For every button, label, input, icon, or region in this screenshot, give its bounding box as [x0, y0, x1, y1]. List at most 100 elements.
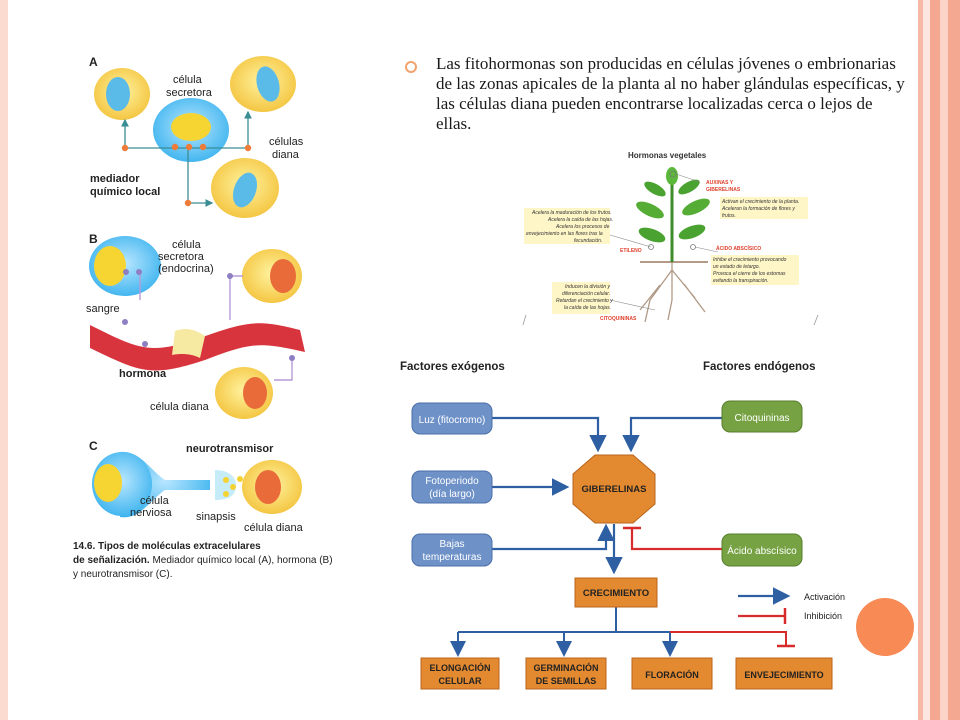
inhibition-envejecimiento	[670, 631, 787, 646]
caption-line-3: y neurotransmisor (C).	[73, 569, 172, 580]
box-fotoperiodo	[411, 470, 493, 504]
box-bajas-label-1: Bajas	[439, 539, 464, 550]
abs-desc-2: un estado de letargo.	[713, 264, 760, 270]
vesicle-dot	[223, 477, 229, 483]
node-marker	[690, 244, 696, 250]
cito-desc-3: Retardan el crecimiento y	[556, 298, 613, 304]
molecule-dot	[184, 199, 192, 207]
floracion-label: FLORACIÓN	[645, 669, 699, 680]
cell-figure-caption: 14.6. Tipos de moléculas extracelulares …	[73, 541, 333, 580]
left-border-strip	[0, 0, 8, 720]
aux-desc-box	[720, 197, 808, 219]
cito-desc-1: Inducen la división y	[565, 284, 611, 290]
plant-figure-title: Hormonas vegetales	[628, 151, 707, 160]
box-acido	[721, 533, 803, 567]
label-b-celula: célula	[172, 239, 202, 251]
label-celulas-diana-1: células	[269, 136, 304, 148]
label-mediador-2: químico local	[90, 186, 160, 198]
leaf	[678, 179, 700, 195]
molecule-dot	[121, 144, 129, 152]
etileno-desc-5: fecundación.	[574, 238, 602, 244]
giberelinas-octagon	[572, 454, 656, 524]
label-celula-secretora-2: secretora	[166, 87, 213, 99]
vesicle-dot	[223, 491, 229, 497]
elongacion-label-2: CELULAR	[439, 676, 482, 686]
leaf	[638, 227, 666, 243]
nucleus-secretory-a	[171, 113, 211, 141]
hormone-dot	[123, 269, 129, 275]
elongacion-label-1: ELONGACIÓN	[429, 662, 490, 673]
abs-desc-3: Provoca el cierre de los estomas	[713, 271, 786, 277]
connector-outputs	[458, 607, 786, 633]
plant-connectors	[609, 173, 719, 311]
nucleus-target-b-1	[270, 259, 296, 293]
node-marker	[648, 244, 654, 250]
box-elongacion	[420, 657, 500, 690]
box-crecimiento	[574, 577, 658, 608]
legend-activation-label: Activación	[804, 592, 845, 602]
nucleus-a-1	[106, 77, 130, 111]
nucleus-target-a-1	[256, 66, 280, 102]
nucleus-nerve	[94, 464, 122, 502]
box-acido-label: Ácido abscísico	[727, 544, 797, 557]
panel-c-letter: C	[89, 439, 98, 453]
heading-exogenos: Factores exógenos	[400, 361, 505, 373]
connector-bajas	[492, 523, 615, 551]
bullet-text: Las fitohormonas son producidas en célul…	[436, 54, 905, 133]
abs-desc-4: evitando la transpiración.	[713, 278, 769, 284]
heading-endogenos: Factores endógenos	[703, 361, 815, 373]
panel-c: C neurotransmisor célula nerviosa sinaps…	[89, 439, 304, 534]
etileno-desc-2: Acelera la caída de las hojas.	[547, 217, 613, 223]
envejecimiento-label: ENVEJECIMIENTO	[744, 670, 823, 680]
molecule-dot	[244, 144, 252, 152]
connector-citoquininas	[622, 416, 722, 453]
nucleus-target-a-2	[232, 172, 258, 208]
leaf	[666, 167, 678, 185]
gibberellin-flow-diagram: Factores exógenos Factores endógenos Luz…	[400, 361, 845, 690]
caption-line-2: de señalización. Mediador químico local …	[73, 555, 333, 566]
box-luz-label: Luz (fitocromo)	[419, 415, 486, 426]
etileno-desc-box	[524, 208, 610, 244]
nucleus-target-b-2	[243, 377, 267, 409]
vesicle-dot	[230, 484, 236, 490]
cito-desc-2: diferenciación celular.	[562, 291, 610, 297]
plant-roots	[639, 262, 706, 323]
vessel-segment	[172, 328, 205, 358]
nucleus-target-c	[255, 470, 281, 504]
aux-desc-2: Aceleran la formación de flores y	[721, 206, 795, 212]
hormone-path	[139, 272, 293, 381]
plant-label-auxinas-2: GIBERELINAS	[706, 187, 741, 193]
connector-luz	[492, 416, 607, 453]
panel-a-letter: A	[89, 55, 98, 69]
figure-edge-marks	[522, 314, 819, 326]
leaf	[644, 181, 666, 197]
etileno-desc-4: envejecimiento en las flores tras la	[526, 231, 603, 237]
abs-desc-1: Inhibe el crecimiento provocando	[713, 257, 787, 263]
legend-inhibition-label: Inhibición	[804, 611, 842, 621]
abs-desc-box	[711, 255, 799, 285]
bullet-marker	[405, 61, 417, 73]
plant-hormones-figure: Hormonas vegetales AUXINAS Y GIBERELINAS…	[522, 151, 819, 326]
molecule-dot	[185, 143, 193, 151]
plant-label-abscisico: ÁCIDO ABSCÍSICO	[716, 244, 761, 252]
panel-a: A célula secretora células diana medi	[89, 55, 304, 218]
label-neurotransmisor: neurotransmisor	[186, 443, 274, 455]
giberelinas-label: GIBERELINAS	[582, 484, 647, 495]
label-mediador-1: mediador	[90, 173, 140, 185]
box-fotoperiodo-label-2: (día largo)	[429, 489, 475, 500]
nucleus-endocrine	[94, 246, 126, 286]
leaf	[636, 201, 664, 219]
box-luz	[411, 402, 493, 435]
cito-desc-box	[552, 282, 610, 314]
molecule-dot	[171, 143, 179, 151]
panel-b: B célula secretora (endocrina) sangre ho…	[86, 232, 305, 419]
etileno-desc-3: Acelera los procesos de	[555, 224, 610, 230]
label-c-celula-diana: célula diana	[244, 522, 304, 534]
hormone-dot	[142, 341, 148, 347]
crecimiento-label: CRECIMIENTO	[583, 588, 649, 599]
label-sinapsis: sinapsis	[196, 511, 236, 523]
leaf	[678, 224, 706, 240]
label-celulas-diana-2: diana	[272, 149, 300, 161]
cito-desc-4: la caída de las hojas.	[564, 305, 611, 311]
molecule-dot	[199, 143, 207, 151]
